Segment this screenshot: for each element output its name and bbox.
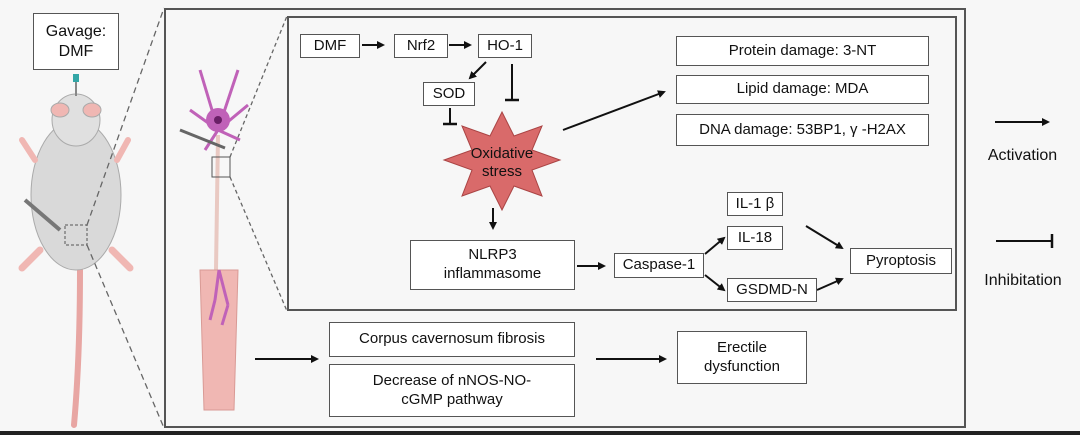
- neuron-illustration: [179, 69, 249, 411]
- lipid-damage-box: Lipid damage: MDA: [676, 75, 929, 104]
- gavage-line2: DMF: [58, 42, 94, 60]
- il18-box: IL-18: [727, 226, 783, 250]
- gsdmd-box: GSDMD-N: [727, 278, 817, 302]
- sod-box: SOD: [423, 82, 475, 106]
- rat-illustration: [18, 74, 134, 428]
- nnos-box: Decrease of nNOS-NO- cGMP pathway: [329, 364, 575, 417]
- oxidative-stress-label: Oxidative stress: [470, 145, 534, 180]
- ed-box: Erectile dysfunction: [677, 331, 807, 384]
- activation-label: Activation: [987, 147, 1058, 164]
- outer-frame: [164, 8, 966, 428]
- gavage-box: Gavage: DMF: [33, 13, 119, 70]
- caspase1-box: Caspase-1: [614, 253, 704, 278]
- pyroptosis-box: Pyroptosis: [850, 248, 952, 274]
- ho1-box: HO-1: [478, 34, 532, 58]
- nlrp3-box: NLRP3 inflammasome: [410, 240, 575, 290]
- bottom-rule: [0, 431, 1080, 435]
- nrf2-box: Nrf2: [394, 34, 448, 58]
- dmf-box: DMF: [300, 34, 360, 58]
- gavage-line1: Gavage:: [45, 22, 107, 40]
- oxidative-stress-burst: [442, 110, 562, 212]
- dna-damage-box: DNA damage: 53BP1, γ -H2AX: [676, 114, 929, 146]
- inhibition-label: Inhibitation: [984, 272, 1062, 289]
- il1b-box: IL-1 β: [727, 192, 783, 216]
- inner-frame: [287, 16, 957, 311]
- protein-damage-box: Protein damage: 3-NT: [676, 36, 929, 66]
- fibrosis-box: Corpus cavernosum fibrosis: [329, 322, 575, 357]
